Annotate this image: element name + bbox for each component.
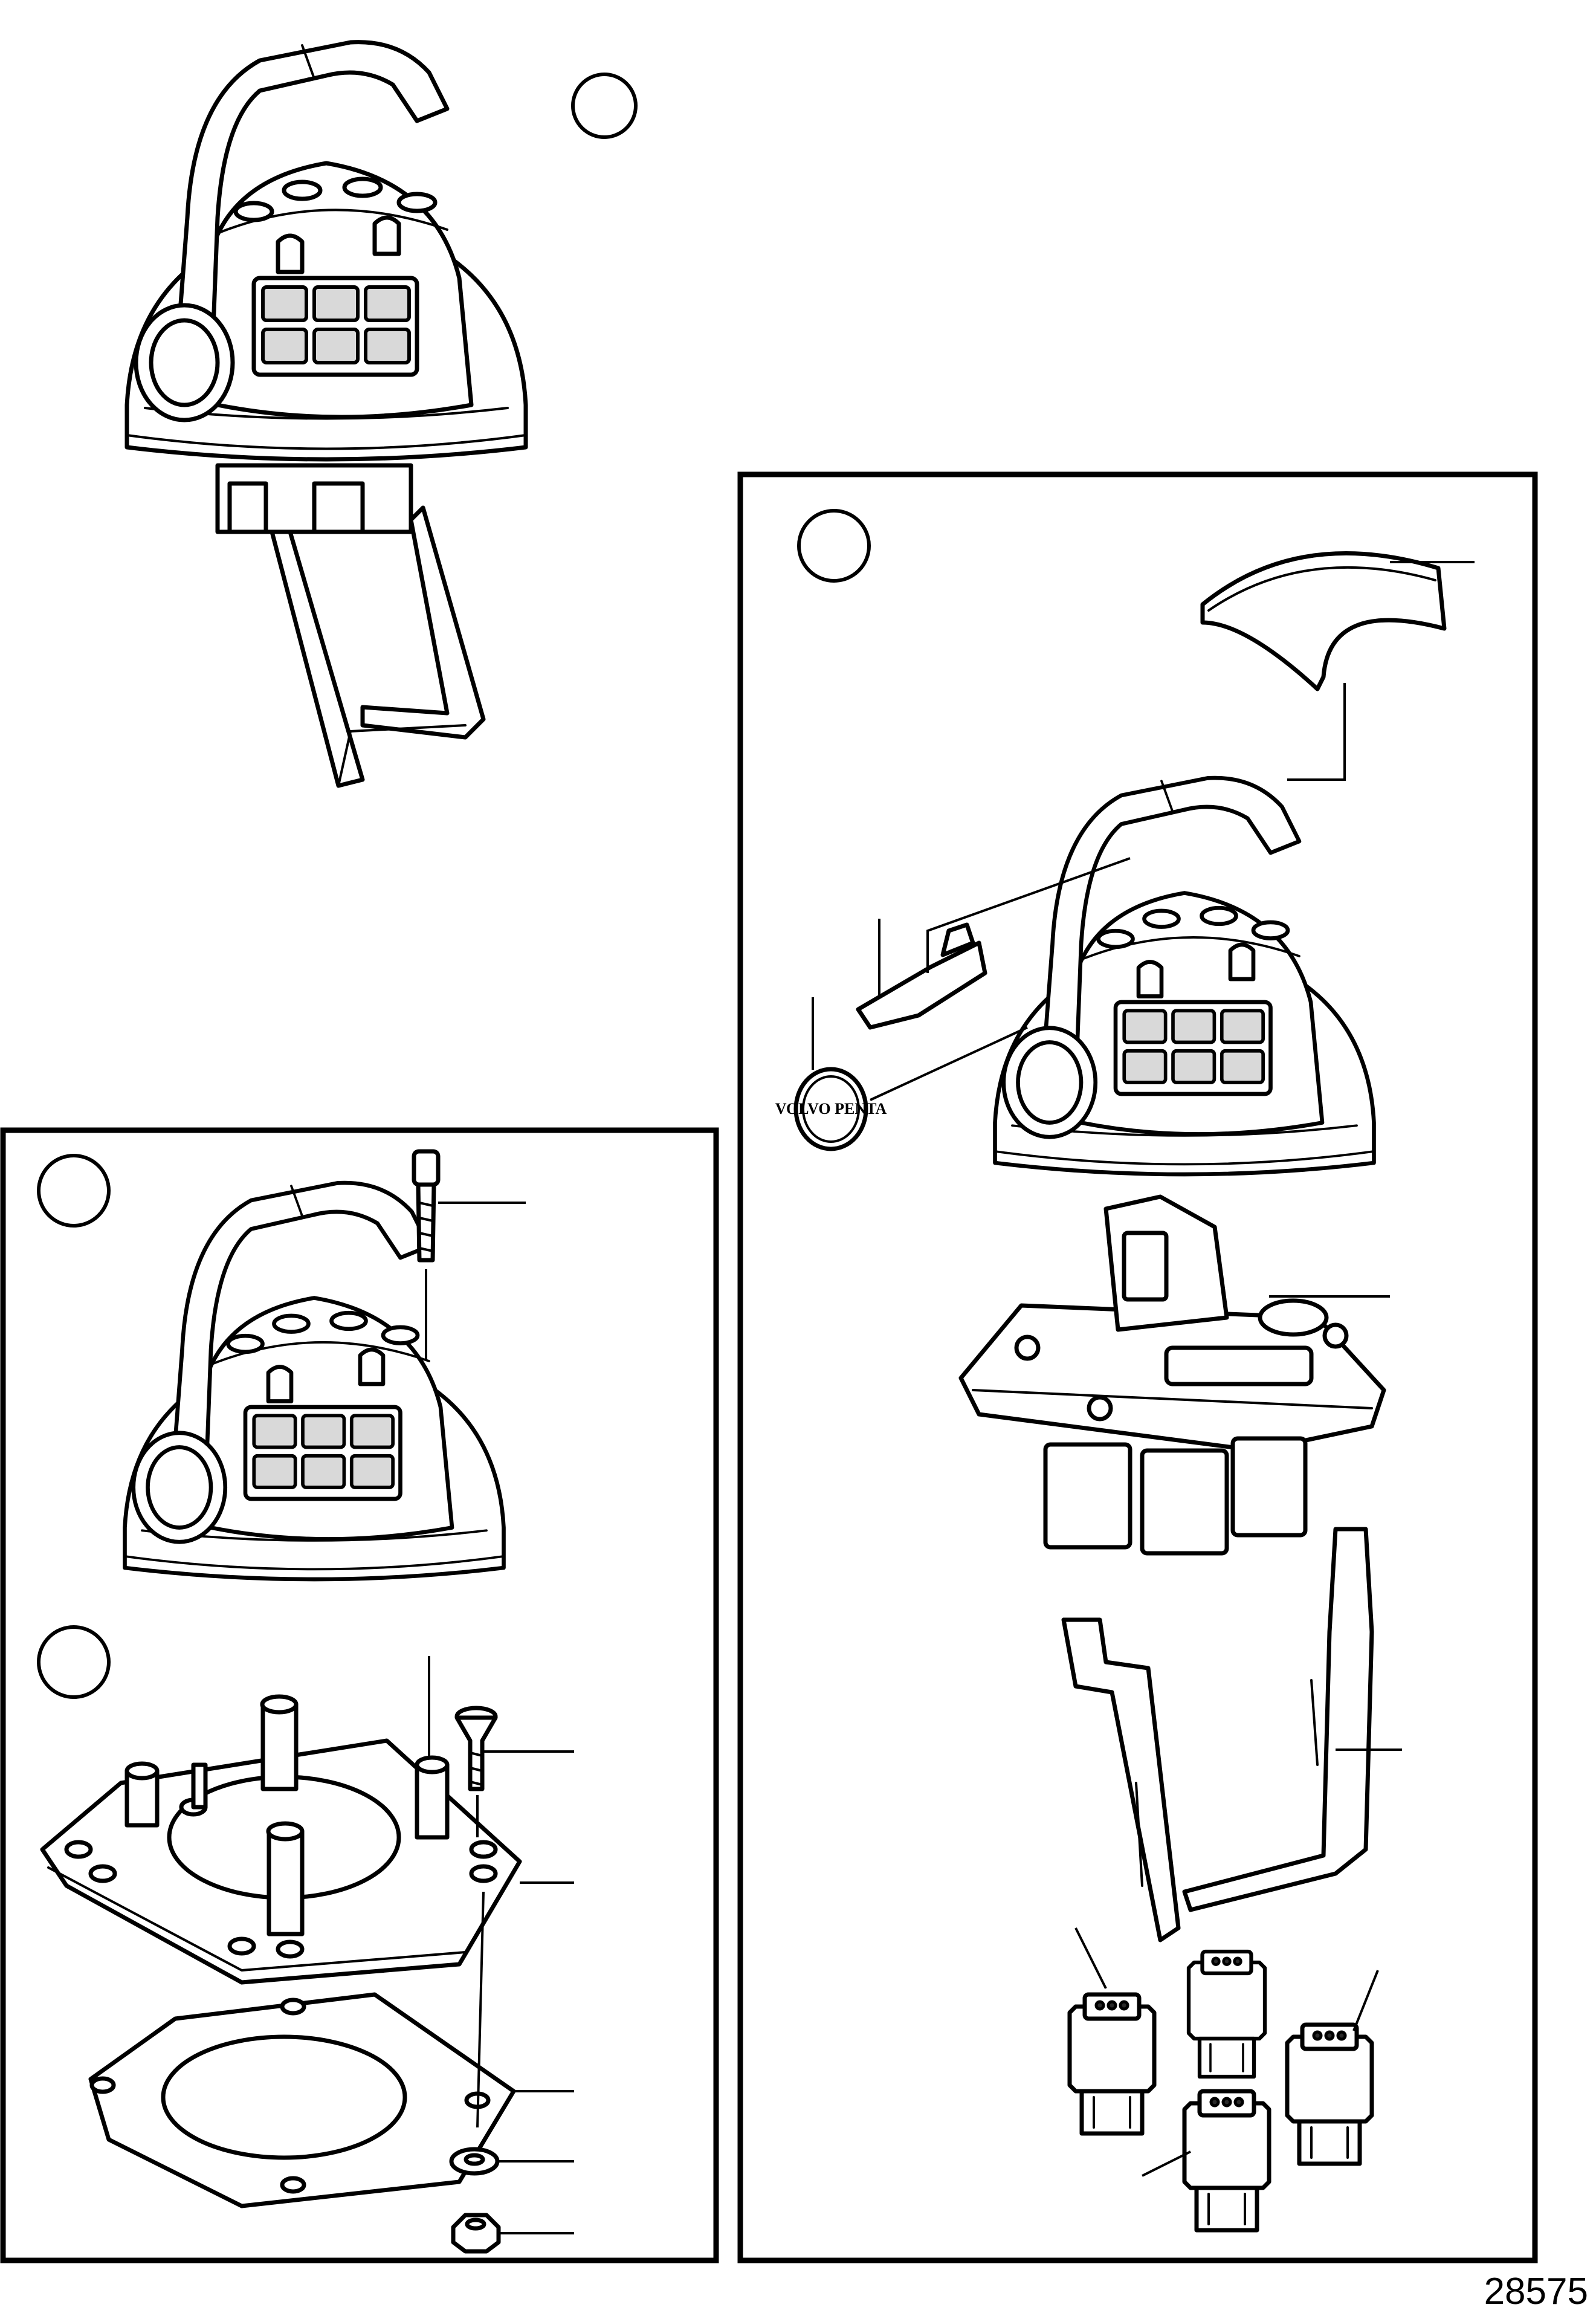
lever-trim-part xyxy=(856,922,987,1030)
leader-bolt-path xyxy=(476,1891,485,2128)
leader-cap-to-hub xyxy=(870,1026,1028,1101)
left-views xyxy=(0,1127,719,2263)
countersunk-screw-part xyxy=(454,1706,498,1791)
exploded-callout-circle xyxy=(797,509,871,583)
figure-number: 28575 xyxy=(1484,2271,1588,2312)
leader-plug-3 xyxy=(1142,2150,1191,2177)
top-mount-control-housing xyxy=(124,1183,503,1579)
washer-part xyxy=(449,2147,500,2176)
logo-cap-part: VOLVO PENTA xyxy=(775,1067,887,1151)
handle-cover-part xyxy=(1200,551,1447,691)
connector-plug-4 xyxy=(1287,2025,1372,2164)
cap-screw-part xyxy=(412,1149,441,1263)
leader-plug-4 xyxy=(1352,1970,1379,2031)
leader-plug-1 xyxy=(1074,1927,1107,1989)
assembled-under-bracket xyxy=(215,463,486,788)
connector-plug-1 xyxy=(1070,1994,1154,2133)
nut-part xyxy=(451,2213,501,2254)
electronic-unit-part xyxy=(958,1194,1386,1556)
exploded-control-housing xyxy=(995,778,1374,1174)
left-view-frame xyxy=(0,1127,719,2263)
gasket-part xyxy=(88,1992,516,2208)
top-mount-control-view xyxy=(37,1149,526,1771)
connector-plug-3 xyxy=(1184,2091,1269,2230)
top-mount-callout-circle xyxy=(37,1154,111,1228)
assembled-control-housing xyxy=(127,42,526,459)
logo-cap-text: VOLVO PENTA xyxy=(775,1100,887,1118)
assembled-control-view xyxy=(127,42,638,788)
exploded-control-view: VOLVO PENTA xyxy=(737,471,1538,2263)
leader-trim-to-head xyxy=(926,857,1131,973)
connector-plug-2 xyxy=(1189,1952,1265,2077)
leader-handle-to-head xyxy=(1287,683,1346,781)
exploded-view-frame xyxy=(737,471,1538,2263)
mounting-base-view xyxy=(37,1625,574,2254)
assembled-callout-circle xyxy=(571,73,638,139)
mounting-base-callout-circle xyxy=(37,1625,111,1699)
mounting-bracket-part xyxy=(1061,1527,1374,1943)
mounting-plate-part xyxy=(40,1694,522,1985)
